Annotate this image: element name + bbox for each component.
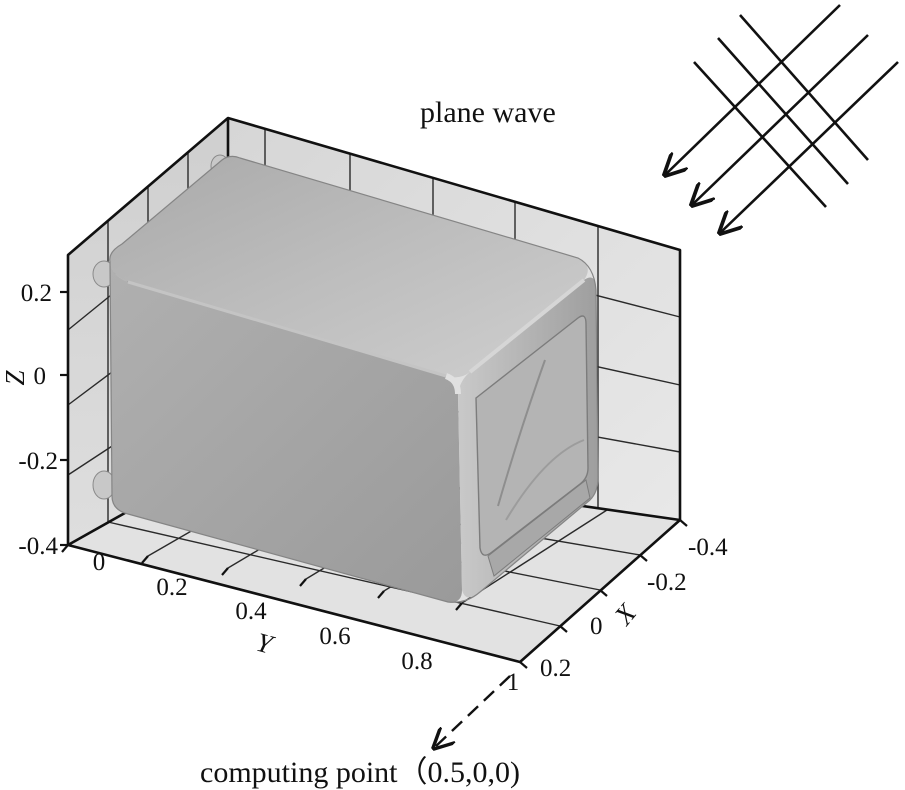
y-tick-label: 1 [507,669,520,696]
vehicle-side-face [110,262,462,603]
z-tick-label: -0.4 [18,533,58,560]
x-tick-label: -0.4 [688,534,728,561]
x-tick-label: 0.2 [540,655,571,682]
plane-wave-icon [665,4,899,233]
y-tick-label: 0.6 [319,623,350,650]
z-axis-title: Z [0,370,30,386]
y-tick-label: 0.8 [401,648,432,675]
plane-wave-label: plane wave [420,96,556,129]
y-tick-label: 0.2 [156,574,187,601]
y-axis-title: Y [253,627,278,661]
y-tick-label: 0 [93,549,106,576]
end-panel-recess [475,315,589,556]
tick-marks [60,290,688,669]
z-tick-label: 0 [34,363,47,390]
vehicle-top-face [109,156,588,378]
z-tick-label: -0.2 [18,448,58,475]
y-tick-label: 0.4 [235,598,267,625]
vehicle-body [92,154,599,603]
x-tick-label: 0 [590,613,603,640]
x-axis-title: X [608,597,643,631]
x-tick-label: -0.2 [647,569,687,596]
computing-point-label: computing point（0.5,0,0) [200,756,520,789]
end-step [487,479,591,577]
computing-point-arrow [434,675,511,748]
z-tick-label: 0.2 [21,280,52,307]
